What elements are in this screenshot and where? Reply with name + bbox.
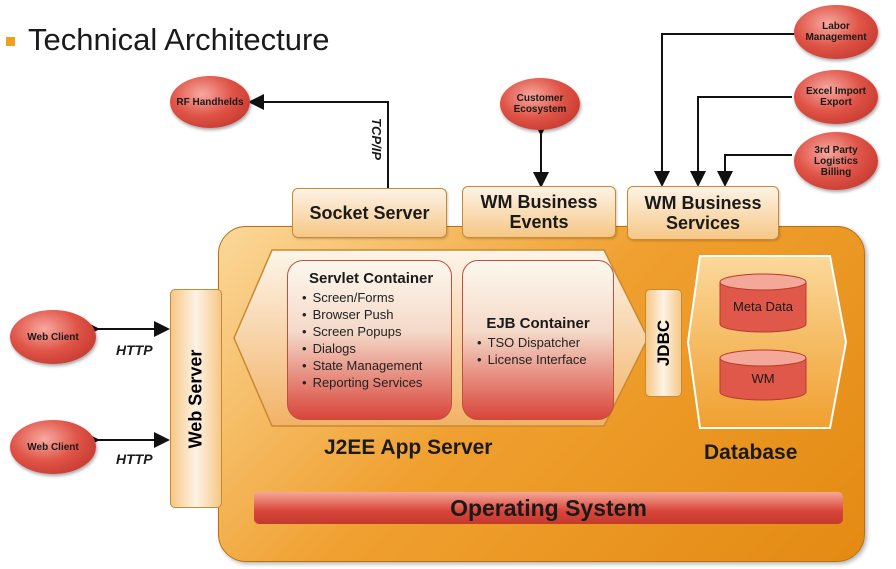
ejb-item: TSO Dispatcher: [477, 334, 613, 351]
web-server-box: Web Server: [170, 289, 222, 508]
customer-ecosystem-node: Customer Ecosystem: [500, 78, 580, 130]
app-server-label: J2EE App Server: [324, 436, 493, 459]
http-label: HTTP: [116, 451, 153, 467]
rf-handhelds-node: RF Handhelds: [170, 76, 250, 128]
wm-label: WM: [751, 370, 775, 386]
meta-data-label: Meta Data: [733, 298, 793, 314]
labor-management-node: Labor Management: [794, 5, 878, 59]
ejb-item: License Interface: [477, 351, 613, 368]
servlet-container-title: Servlet Container: [309, 270, 434, 287]
operating-system-bar: Operating System: [254, 492, 843, 524]
meta-data-cylinder-shape: [719, 273, 807, 333]
database-label: Database: [704, 441, 798, 464]
servlet-item: Browser Push: [302, 306, 451, 323]
wm-cylinder-shape: [719, 349, 807, 401]
servlet-item: Screen Popups: [302, 323, 451, 340]
ejb-container: EJB Container TSO Dispatcher License Int…: [462, 260, 614, 420]
jdbc-box: JDBC: [645, 289, 682, 397]
servlet-container: Servlet Container Screen/Forms Browser P…: [287, 260, 452, 420]
ejb-container-title: EJB Container: [486, 315, 590, 332]
socket-server-box: Socket Server: [292, 188, 447, 238]
http-label: HTTP: [116, 342, 153, 358]
title-bullet: [6, 37, 15, 46]
third-party-billing-node: 3rd Party Logistics Billing: [794, 132, 878, 190]
web-client-node: Web Client: [10, 420, 96, 474]
web-client-node: Web Client: [10, 310, 96, 364]
servlet-item: Reporting Services: [302, 374, 451, 391]
servlet-item: State Management: [302, 357, 451, 374]
page-title: Technical Architecture: [28, 22, 330, 57]
tcpip-label: TCP/IP: [369, 118, 384, 160]
servlet-item: Dialogs: [302, 340, 451, 357]
wm-business-events-box: WM Business Events: [462, 186, 616, 238]
wm-business-services-box: WM Business Services: [627, 186, 779, 240]
jdbc-label: JDBC: [653, 319, 673, 367]
web-server-label: Web Server: [185, 349, 206, 448]
excel-import-export-node: Excel Import Export: [794, 70, 878, 124]
servlet-item: Screen/Forms: [302, 289, 451, 306]
